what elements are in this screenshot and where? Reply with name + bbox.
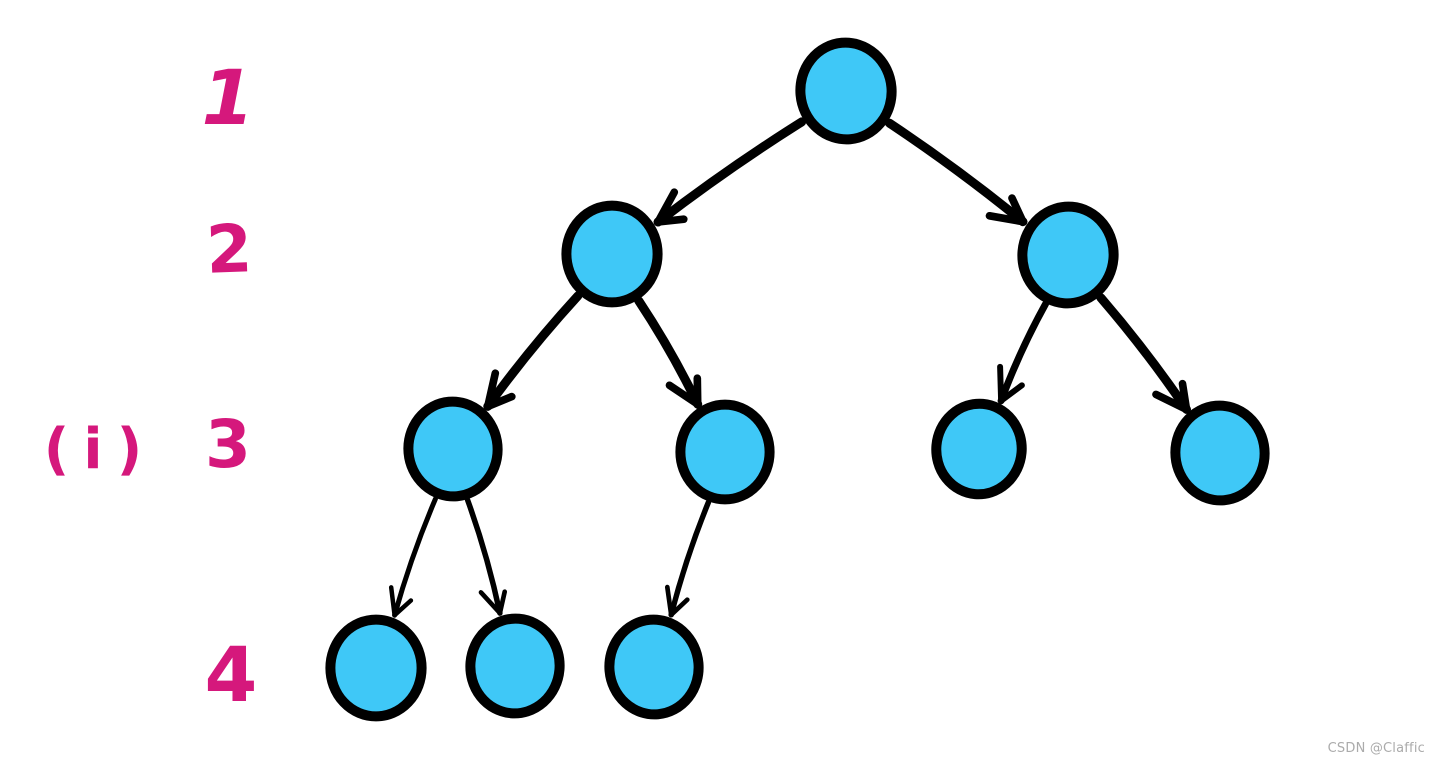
tree-node-n5-level-3 <box>675 399 775 505</box>
tree-edge-n3-n6 <box>997 300 1049 405</box>
tree-node-n2-level-2 <box>561 200 663 308</box>
tree-arrowhead-n2-n5 <box>665 374 702 409</box>
tree-edge-n2-n4 <box>483 291 583 411</box>
tree-edge-n5-n10 <box>668 499 712 618</box>
tree-edge-n1-n3 <box>884 118 1028 227</box>
tree-node-n9-level-4 <box>465 613 565 719</box>
level-label-4: 3 <box>205 406 251 483</box>
tree-arrowhead-n3-n7 <box>1152 379 1191 414</box>
level-label-2: 2 <box>205 210 254 289</box>
tree-node-n10-level-4 <box>604 614 704 720</box>
tree-arrowhead-n2-n4 <box>483 369 516 411</box>
tree-edge-n3-n7 <box>1096 293 1191 414</box>
tree-node-n7-level-3 <box>1170 400 1270 506</box>
tree-edge-n1-n2 <box>653 117 807 227</box>
level-label-5: 4 <box>205 630 258 719</box>
tree-arrowhead-n4-n9 <box>478 589 508 616</box>
tree-edge-n4-n8 <box>392 496 438 618</box>
tree-arrowhead-n5-n10 <box>664 584 690 618</box>
tree-node-n4-level-3 <box>403 396 503 502</box>
tree-arrowhead-n3-n6 <box>997 363 1025 404</box>
tree-edge-n2-n5 <box>634 296 703 409</box>
tree-node-n8-level-4 <box>325 614 427 722</box>
tree-edge-n4-n9 <box>464 497 503 616</box>
tree-node-n6-level-3 <box>931 398 1027 500</box>
level-label-3: (i) <box>44 417 156 482</box>
tree-node-n1-level-1 <box>795 37 897 145</box>
tree-arrowhead-n1-n3 <box>985 194 1027 226</box>
level-label-1: 1 <box>202 53 255 142</box>
tree-arrowhead-n4-n8 <box>388 585 414 618</box>
tree-arrowhead-n1-n2 <box>654 188 688 226</box>
tree-node-n3-level-2 <box>1017 201 1119 309</box>
watermark: CSDN @Claffic <box>1327 741 1425 756</box>
